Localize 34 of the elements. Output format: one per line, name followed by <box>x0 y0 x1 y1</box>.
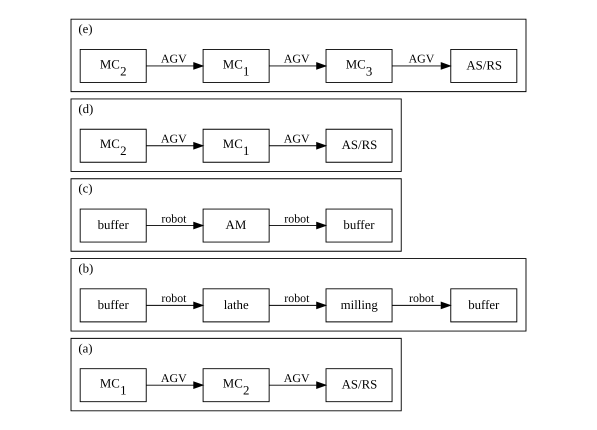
node-box: buffer <box>80 208 147 243</box>
arrow <box>146 222 204 230</box>
node-box: milling <box>326 288 393 322</box>
node-box: lathe <box>202 288 270 322</box>
arrow <box>268 142 328 150</box>
node-box: buffer <box>80 288 147 322</box>
arrow <box>392 62 452 70</box>
node-box: AM <box>202 208 270 243</box>
edge-label: AGV <box>284 370 310 385</box>
arrow <box>146 62 204 70</box>
arrow <box>146 302 204 310</box>
node-box: AS/RS <box>326 128 393 163</box>
node-box: AS/RS <box>326 368 393 402</box>
node-box: buffer <box>450 288 518 322</box>
arrow <box>268 222 328 230</box>
edge-label: robot <box>284 211 310 226</box>
arrow <box>146 142 204 150</box>
arrow <box>146 381 204 390</box>
edge-label: AGV <box>408 52 434 66</box>
edge-label: robot <box>284 291 310 306</box>
arrow <box>392 302 452 310</box>
arrow <box>268 62 328 70</box>
edge-label: robot <box>409 291 434 306</box>
edge-label: robot <box>161 211 187 226</box>
arrow <box>268 381 328 390</box>
edge-label: robot <box>161 291 187 306</box>
edge-label: AGV <box>160 370 187 385</box>
edge-label: AGV <box>284 52 310 66</box>
edge-label: AGV <box>160 131 187 146</box>
arrow <box>268 302 328 310</box>
node-box: buffer <box>326 208 393 243</box>
edge-label: AGV <box>284 131 310 146</box>
node-box: AS/RS <box>450 48 518 83</box>
edge-label: AGV <box>160 52 187 66</box>
